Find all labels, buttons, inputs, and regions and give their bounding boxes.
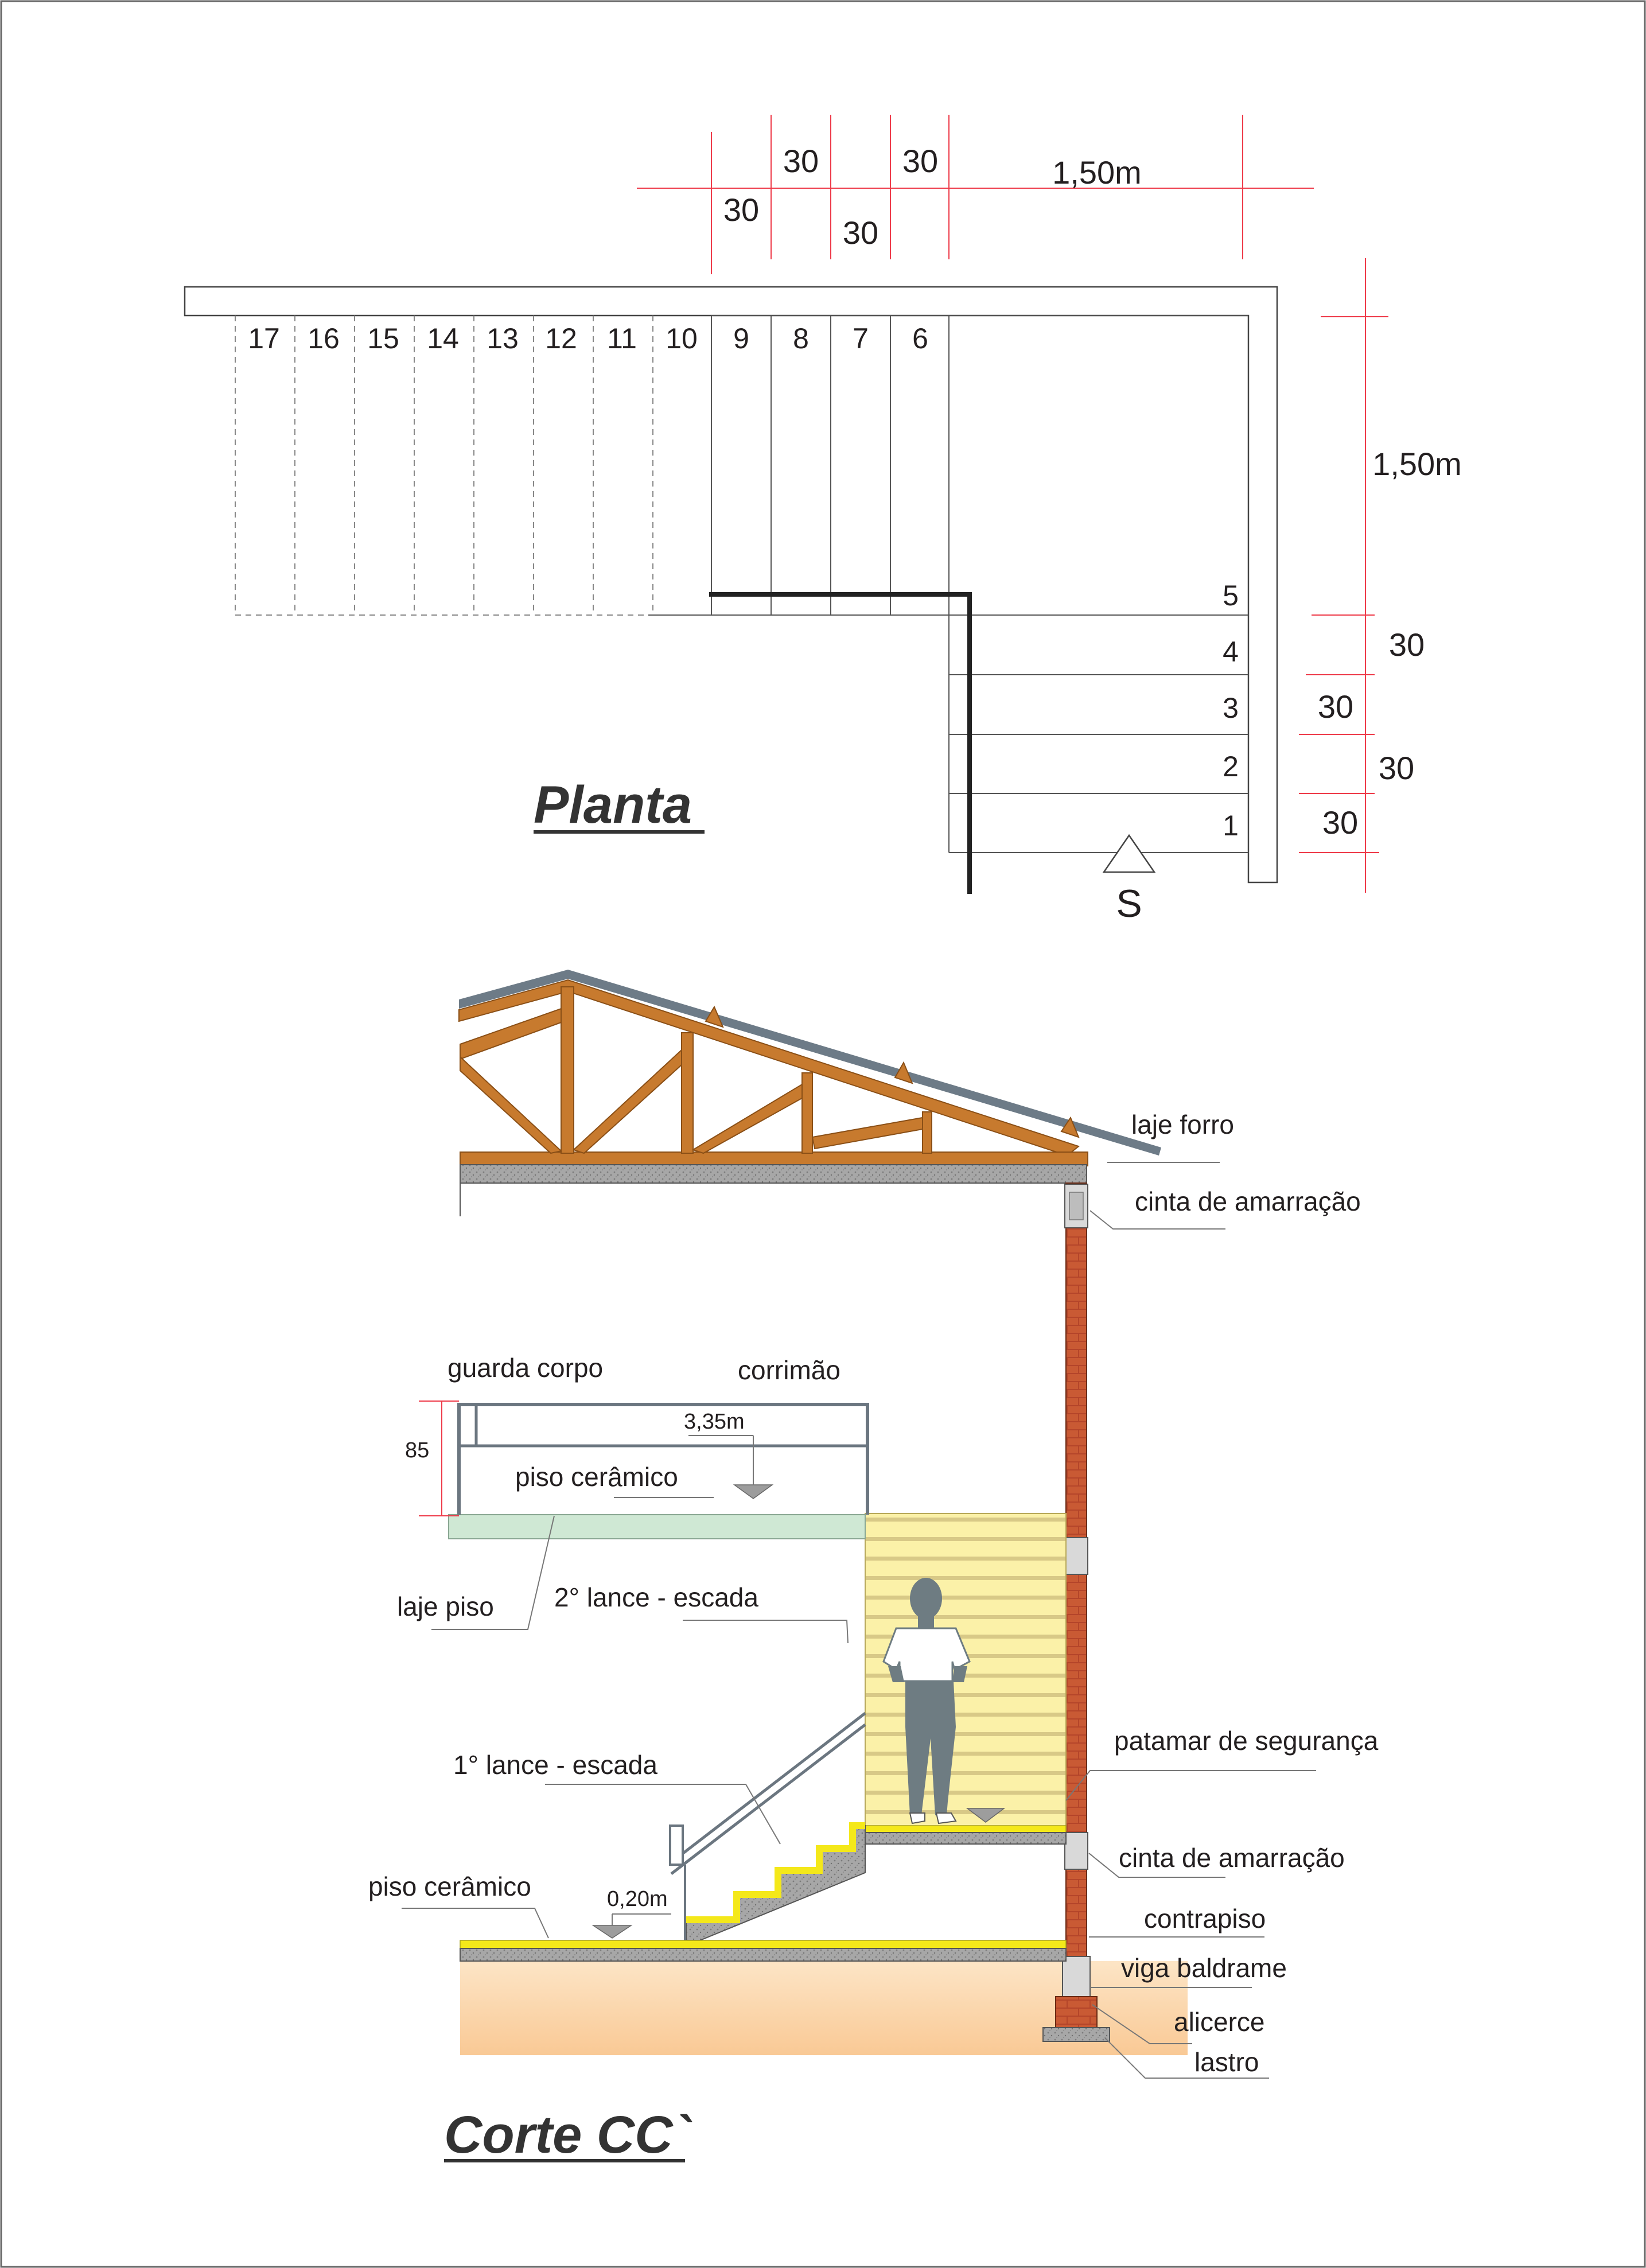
level-marker-upper-icon [733, 1484, 774, 1499]
label-piso-lower: piso cerâmico [368, 1872, 531, 1901]
level-marker-landing-icon [966, 1808, 1006, 1823]
plan-handrail [709, 592, 972, 894]
step-number: 5 [1223, 579, 1239, 612]
dim-top-b: 30 [783, 143, 819, 179]
label-level-020: 0,20m [607, 1887, 668, 1911]
plan-title: Planta [534, 776, 692, 834]
step-number: 2 [1223, 750, 1239, 783]
step-number: 8 [793, 322, 809, 355]
dim-top-span: 1,50m [1052, 154, 1142, 190]
step-number: 11 [607, 322, 637, 355]
step-number: 3 [1223, 692, 1239, 724]
first-flight-handrail [669, 1712, 866, 1940]
lean-concrete [1042, 2027, 1110, 2042]
label-patamar: patamar de segurança [1114, 1726, 1379, 1756]
plan-treads-upper [648, 316, 1248, 616]
label-height-85: 85 [405, 1438, 429, 1462]
plan-dimensions-right: 1,50m 30 30 30 30 [1299, 258, 1462, 893]
plan-step-numbers-row: 17 16 15 14 13 12 11 10 9 8 7 6 [248, 322, 928, 355]
step-number: 14 [427, 322, 459, 355]
dim-right-span: 1,50m [1372, 446, 1462, 482]
ceiling-slab [460, 1164, 1087, 1184]
plan-treads-lower [948, 615, 1248, 853]
roof-truss [458, 970, 1161, 1166]
plan-view: 17 16 15 14 13 12 11 10 9 8 7 6 5 4 3 2 … [184, 115, 1462, 925]
plan-outer-wall [184, 286, 1278, 884]
step-number: 10 [666, 322, 698, 355]
dim-right-c: 30 [1379, 750, 1414, 786]
step-number: 12 [545, 322, 577, 355]
tie-beam-mid-upper [1064, 1537, 1088, 1575]
dim-top-a: 30 [723, 192, 759, 228]
step-number: 15 [367, 322, 399, 355]
label-lastro: lastro [1194, 2047, 1259, 2077]
step-number: 13 [487, 322, 519, 355]
label-lance2: 2° lance - escada [554, 1582, 758, 1612]
footing [1055, 1996, 1098, 2028]
subfloor [460, 1948, 1067, 1962]
upper-floor-slab [448, 1514, 866, 1539]
label-guarda-corpo: guarda corpo [448, 1353, 603, 1383]
label-laje-piso: laje piso [397, 1592, 494, 1621]
exit-arrow-icon [1102, 834, 1156, 873]
dim-right-a: 30 [1389, 627, 1425, 663]
label-cinta-mid: cinta de amarração [1119, 1843, 1345, 1873]
step-number: 1 [1223, 810, 1239, 842]
leader-lines [402, 1162, 1316, 2079]
section-view: laje forro cinta de amarração guarda cor… [368, 970, 1379, 2164]
dim-right-d: 30 [1322, 804, 1358, 841]
step-number: 17 [248, 322, 280, 355]
step-number: 4 [1223, 636, 1239, 668]
plan-treads-dashed [235, 316, 653, 616]
label-alicerce: alicerce [1174, 2007, 1265, 2037]
plan-step-numbers-col: 5 4 3 2 1 [1223, 579, 1239, 842]
label-corrimao: corrimão [738, 1355, 840, 1385]
step-number: 6 [912, 322, 928, 355]
plan-dimensions-top: 30 30 30 30 1,50m [637, 115, 1314, 274]
section-title: Corte CC` [444, 2106, 692, 2164]
step-number: 7 [853, 322, 869, 355]
label-contrapiso: contrapiso [1144, 1904, 1266, 1934]
grade-beam [1062, 1956, 1091, 1997]
label-laje-forro: laje forro [1131, 1110, 1234, 1139]
label-cinta-top: cinta de amarração [1135, 1186, 1361, 1216]
step-number: 9 [733, 322, 749, 355]
label-lance1: 1° lance - escada [453, 1750, 657, 1780]
first-flight [686, 1822, 866, 1941]
label-piso-upper: piso cerâmico [515, 1462, 678, 1492]
label-level-335: 3,35m [684, 1410, 745, 1434]
level-marker-lower-icon [592, 1925, 633, 1939]
person-figure [882, 1578, 971, 1824]
label-viga: viga baldrame [1121, 1953, 1287, 1983]
dim-right-b: 30 [1318, 688, 1353, 725]
landing-slab [860, 1832, 1067, 1845]
landing-tread [860, 1825, 1067, 1833]
step-number: 16 [308, 322, 340, 355]
guard-rail [457, 1403, 869, 1515]
lower-floor-finish [460, 1940, 1067, 1949]
exit-label: S [1116, 882, 1142, 925]
dim-top-c: 30 [843, 215, 878, 251]
dim-top-d: 30 [902, 143, 938, 179]
tie-beam-mid [1064, 1832, 1088, 1870]
